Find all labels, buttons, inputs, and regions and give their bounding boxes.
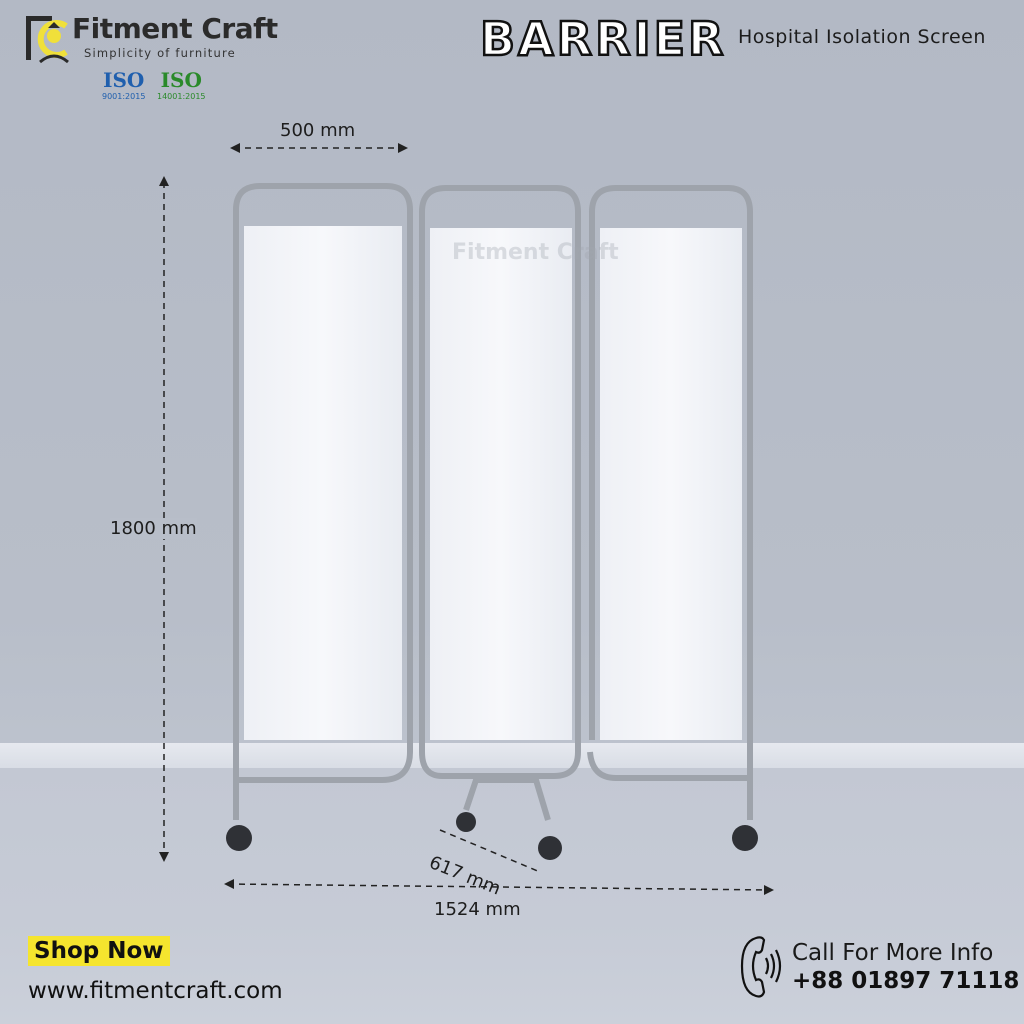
floor xyxy=(0,768,1024,1024)
phone-number[interactable]: +88 01897 71118 xyxy=(792,968,1020,994)
height-label: 1800 mm xyxy=(110,518,197,539)
phone-icon xyxy=(740,936,782,998)
iso-9001-badge: ISO 9001:2015 xyxy=(102,68,146,101)
brand-logo-icon xyxy=(26,16,69,64)
website-link[interactable]: www.fitmentcraft.com xyxy=(28,978,283,1004)
dimension-lines xyxy=(163,147,771,891)
watermark: Fitment Craft xyxy=(452,240,619,265)
caster-wheels xyxy=(226,812,758,860)
screen-panel-left xyxy=(233,183,413,820)
product-subtitle: Hospital Isolation Screen xyxy=(738,26,986,48)
panel-width-label: 500 mm xyxy=(280,120,356,141)
total-width-label: 1524 mm xyxy=(434,899,521,920)
call-info-label: Call For More Info xyxy=(792,940,994,966)
brand-tagline: Simplicity of furniture xyxy=(84,46,236,60)
product-title: BARRIER xyxy=(479,11,727,68)
iso-14001-badge: ISO 14001:2015 xyxy=(157,68,206,101)
shop-now-button[interactable]: Shop Now xyxy=(28,936,170,966)
dimension-arrowheads xyxy=(159,143,774,895)
screen-panel-right xyxy=(587,185,753,820)
wall-baseboard xyxy=(0,743,1024,768)
screen-panel-middle xyxy=(419,185,581,821)
brand-name: Fitment Craft xyxy=(72,12,278,45)
